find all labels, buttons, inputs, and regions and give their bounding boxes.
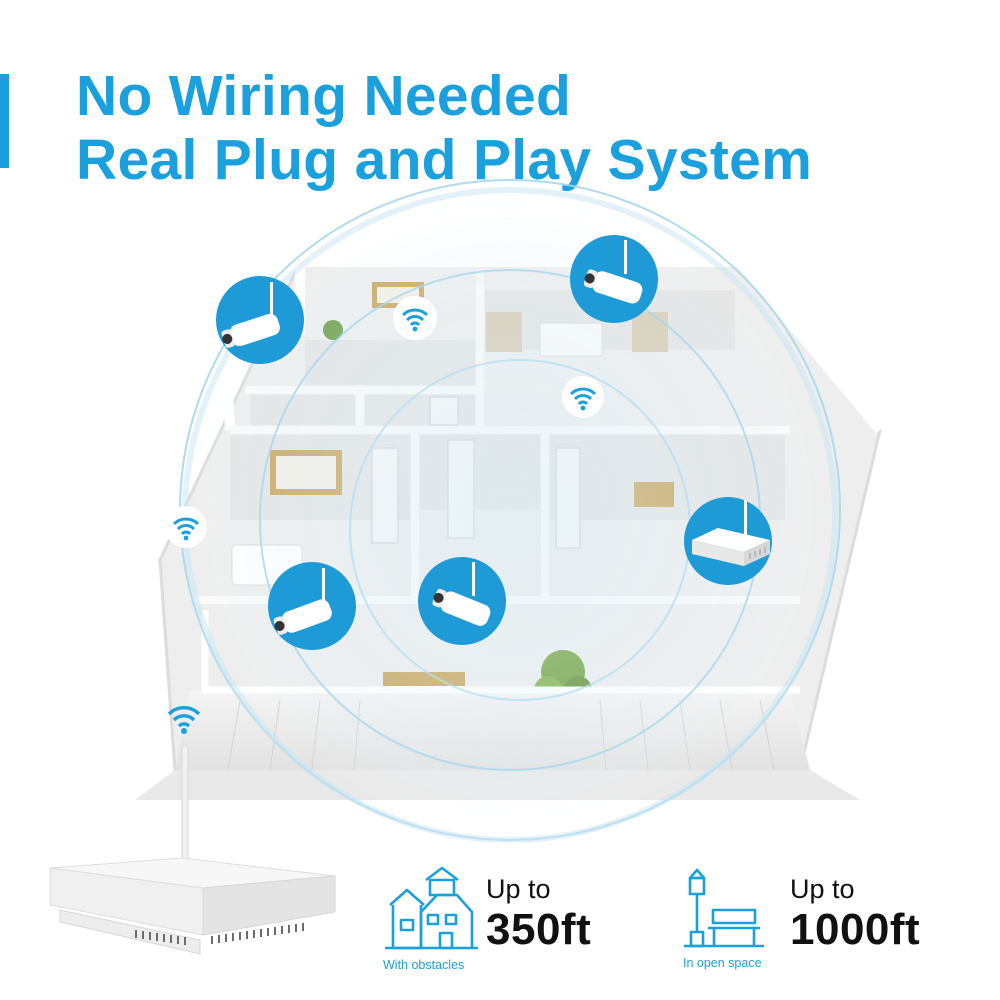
wifi-badge-1 — [393, 296, 437, 340]
spec-2-value: 1000ft — [790, 905, 921, 954]
headline: No Wiring Needed Real Plug and Play Syst… — [76, 64, 812, 192]
building-icon — [385, 866, 478, 950]
spec-1-value: 350ft — [486, 905, 592, 954]
nvr-bubble — [684, 497, 772, 585]
headline-line-1: No Wiring Needed — [76, 64, 572, 128]
accent-bar — [0, 74, 9, 168]
spec-1-caption: With obstacles — [383, 958, 465, 972]
wifi-badge-4 — [167, 706, 201, 734]
camera-bubble-3 — [268, 562, 356, 650]
spec-2-caption: In open space — [683, 956, 762, 970]
spec-1-prefix: Up to — [486, 874, 551, 904]
camera-bubble-1 — [216, 276, 304, 364]
nvr-device-illustration — [49, 706, 336, 955]
camera-bubble-4 — [418, 557, 506, 645]
wifi-badge-2 — [562, 376, 604, 418]
camera-bubble-2 — [570, 235, 658, 323]
spec-2-prefix: Up to — [790, 874, 855, 904]
headline-line-2: Real Plug and Play System — [76, 128, 813, 192]
streetlamp-bench-icon — [684, 868, 764, 948]
wifi-range-circles — [179, 179, 841, 843]
wifi-badge-3 — [165, 506, 207, 548]
